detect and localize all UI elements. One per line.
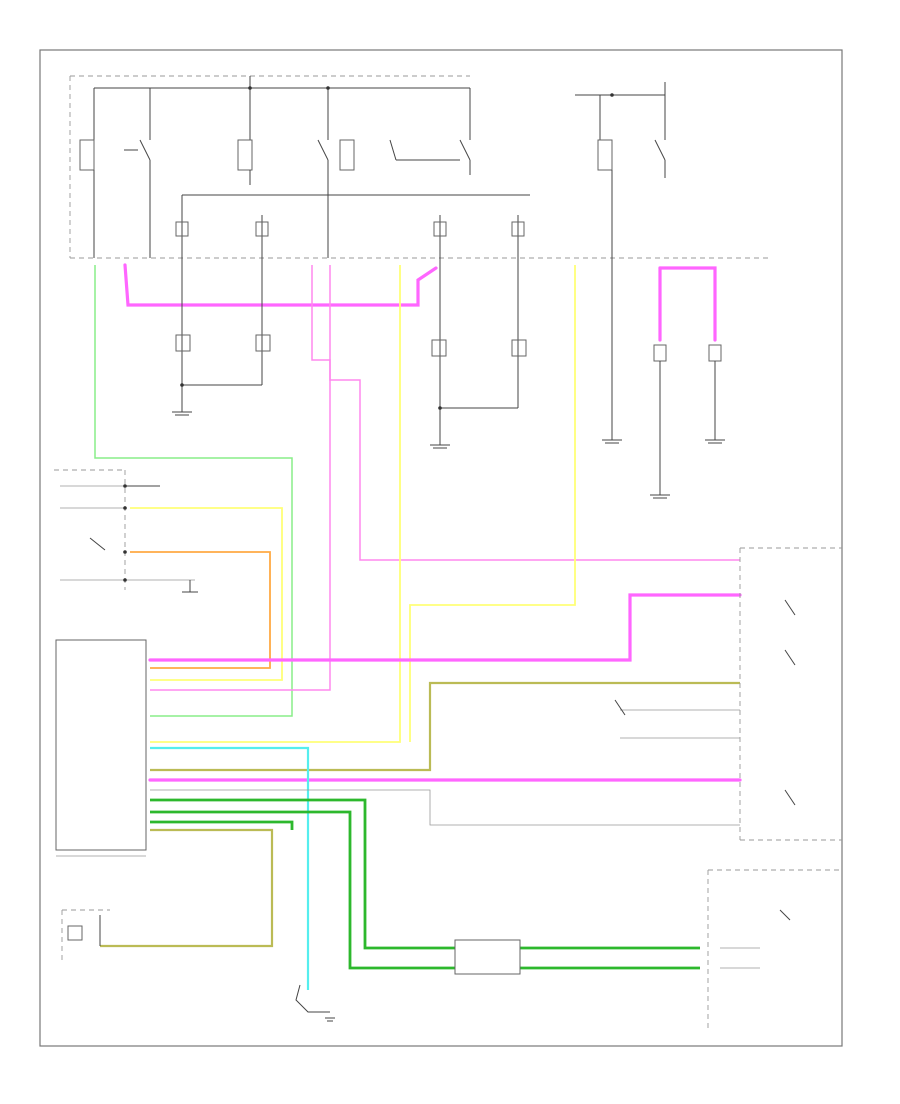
orange-wire	[130, 551, 271, 669]
headlamp-right-2	[440, 258, 527, 409]
fog-lamps	[602, 258, 725, 499]
green-wire-1	[150, 798, 455, 950]
instrument-panel-cluster	[707, 869, 842, 1028]
data-link-connector	[454, 939, 521, 975]
olive-wire-2	[100, 828, 274, 948]
parking-brake-switch	[295, 984, 335, 1022]
yellow-wire-3	[130, 507, 283, 681]
green-wire-2	[150, 810, 455, 970]
pink-wire-long	[148, 593, 742, 662]
relay-2	[237, 139, 329, 258]
relay-3	[339, 139, 471, 175]
yellow-wire-1	[150, 265, 401, 743]
junction-dots	[123, 86, 614, 582]
cyan-wire	[150, 746, 310, 990]
combination-switch-module	[739, 547, 842, 841]
fuse-block	[69, 75, 770, 259]
body-control-module	[55, 639, 147, 857]
diagram-frame	[39, 49, 843, 1047]
headlamp-left-2	[182, 258, 271, 386]
gray-wire	[150, 789, 740, 826]
headlamp-left-1	[172, 258, 192, 416]
ambient-light-sensor	[61, 909, 110, 960]
pink-thin-wire	[329, 265, 740, 561]
lightgreen-wire	[94, 265, 293, 717]
pink-thin-wire-2	[150, 265, 331, 691]
relay-1	[79, 139, 151, 258]
sensor-switch	[614, 699, 626, 716]
headlamp-right-1	[430, 258, 450, 449]
olive-wire	[150, 681, 740, 772]
headlamp-switch	[54, 469, 198, 593]
relay-4	[597, 139, 666, 258]
pink-harness-top	[123, 263, 717, 342]
fuse-row	[175, 194, 530, 258]
green-wire-3	[150, 820, 294, 830]
yellow-wire-2	[409, 265, 576, 742]
